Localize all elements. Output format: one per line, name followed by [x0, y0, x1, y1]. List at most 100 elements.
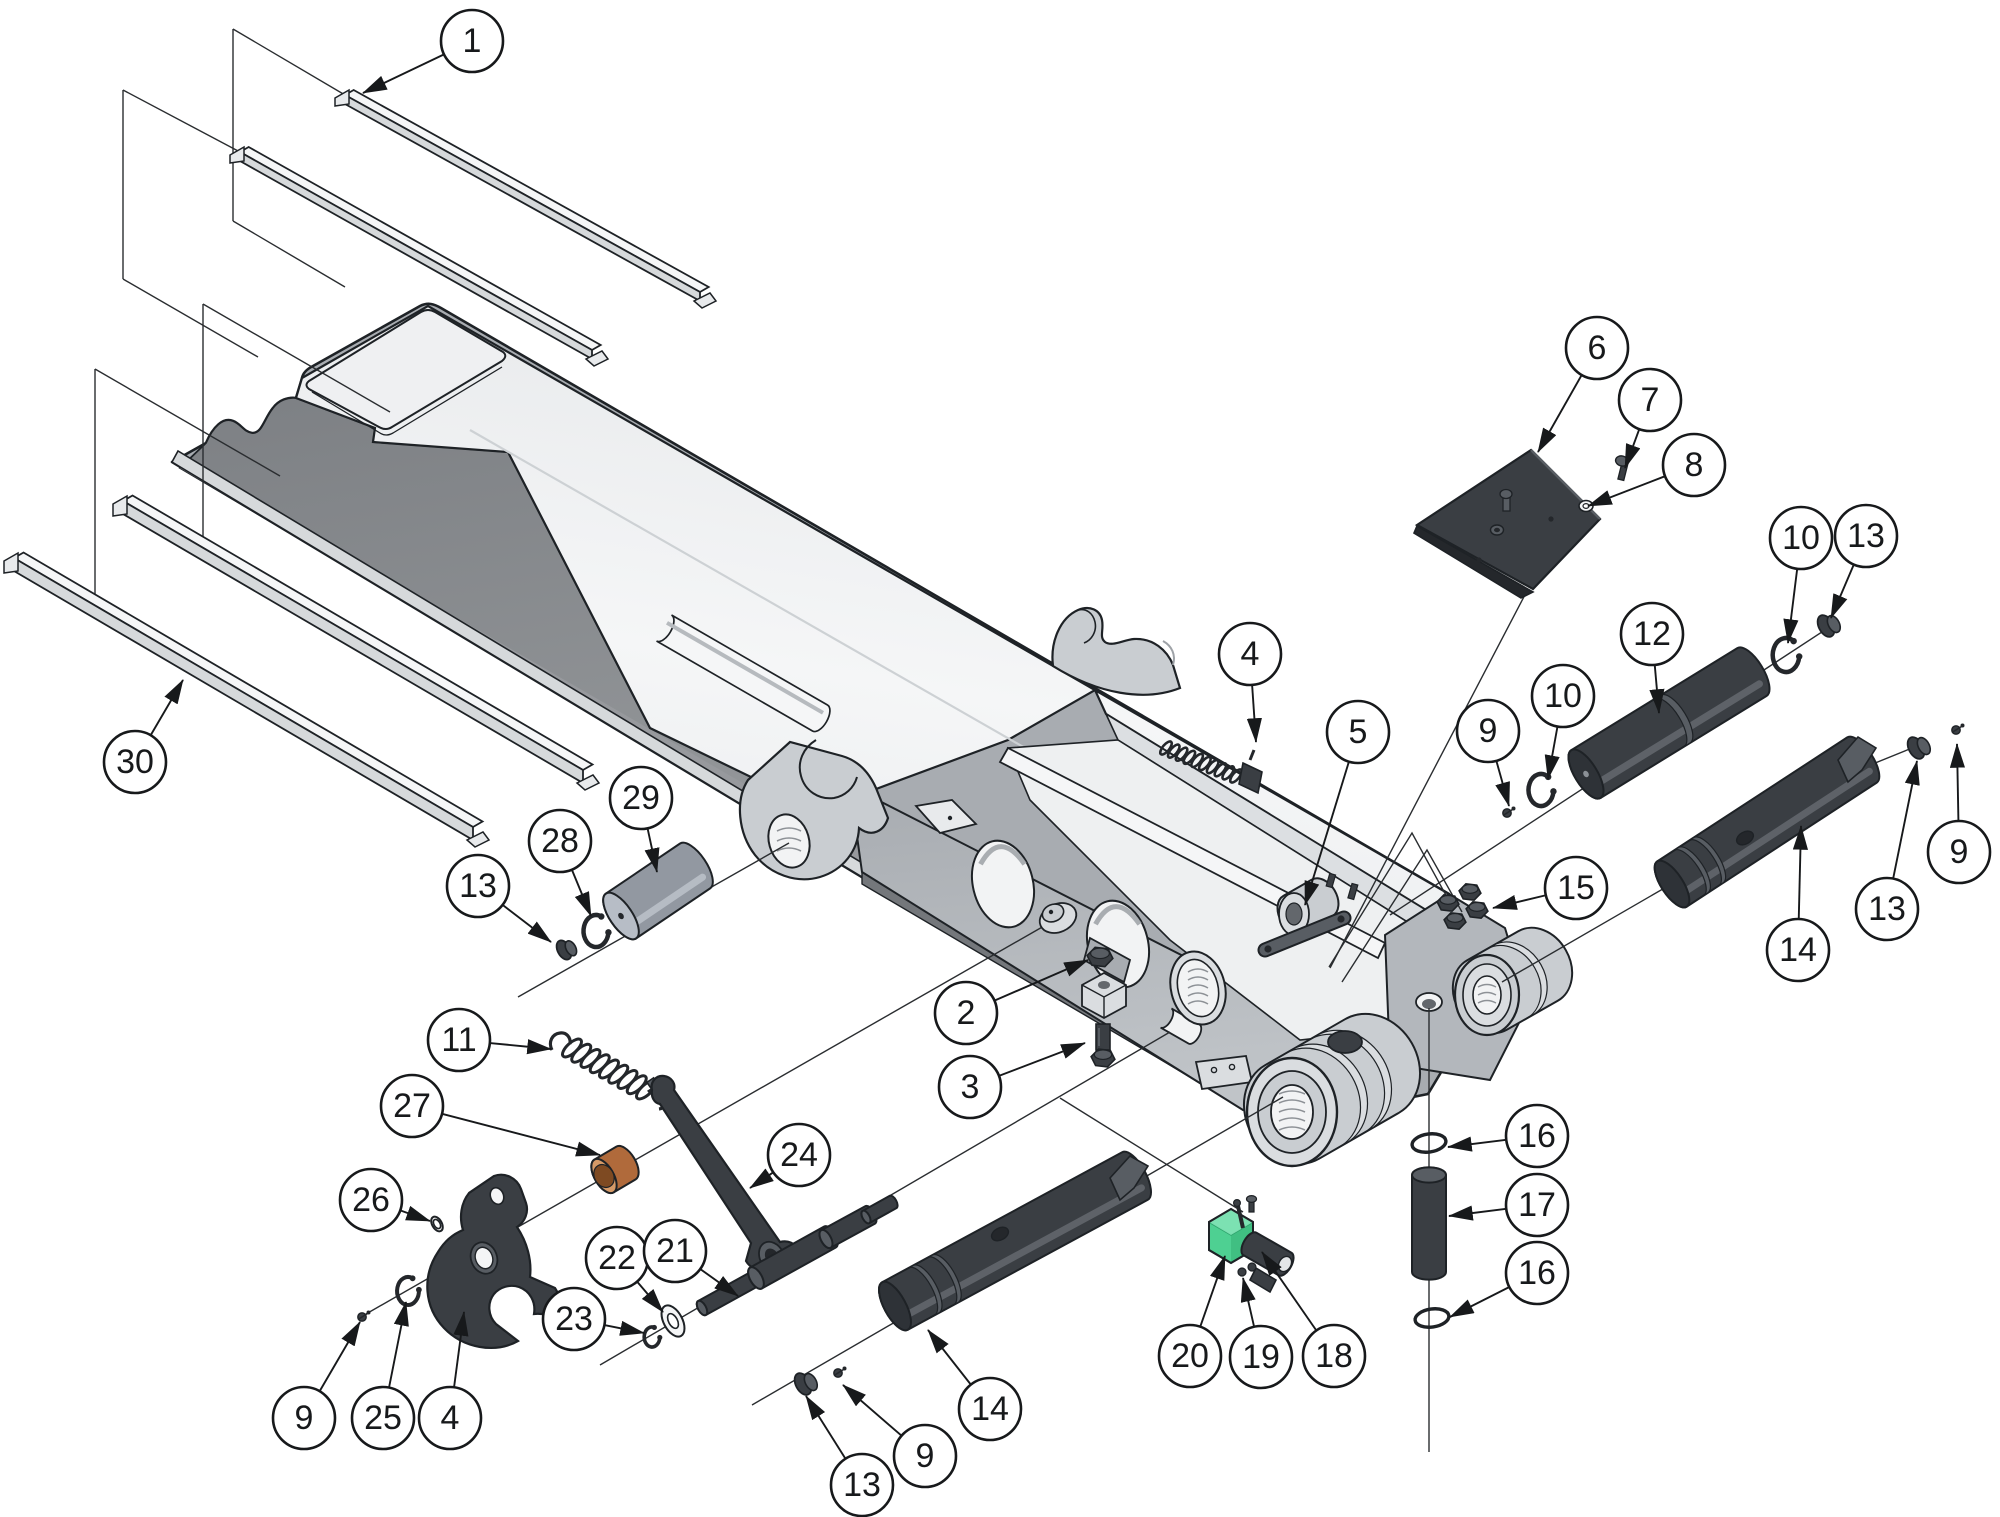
part-pivot-pin-12: [1567, 646, 1771, 800]
balloon-14a-leader: [1792, 825, 1809, 920]
boom-lower-clevis-boss: [1243, 1013, 1421, 1168]
balloon-15-circle: [1543, 855, 1609, 921]
balloon-13b: 13: [805, 1395, 895, 1517]
part-pivot-cap-2: [1038, 902, 1078, 934]
balloon-29: 29: [608, 765, 674, 873]
balloon-13a-circle: [445, 853, 511, 919]
part-clevis-pin-17: [1411, 1166, 1447, 1281]
balloon-24-leader: [749, 1168, 774, 1189]
balloon-29-circle: [608, 765, 674, 831]
balloon-18-label: 18: [1315, 1337, 1353, 1375]
balloon-9b-leader: [318, 1321, 361, 1392]
balloon-15-label: 15: [1557, 869, 1595, 907]
balloon-1-label: 1: [463, 22, 482, 60]
balloon-21-label: 21: [656, 1232, 694, 1270]
balloon-28-leader: [570, 869, 592, 917]
part-bronze-bushing-27: [590, 1144, 640, 1195]
part-lock-nut-2: [1086, 946, 1114, 968]
balloon-21-circle: [642, 1218, 708, 1284]
part-pivot-bolt-3: [1090, 1023, 1116, 1068]
part-pivot-pin-14a: [1653, 735, 1881, 909]
part-flat-washer-8: [1578, 499, 1594, 513]
part-snap-ring-10b: [1526, 771, 1557, 809]
balloon-28: 28: [527, 808, 593, 917]
balloon-5: 5: [1304, 699, 1391, 906]
balloon-10b: 10: [1530, 663, 1596, 780]
balloon-30-label: 30: [116, 743, 154, 781]
balloon-14a-label: 14: [1779, 931, 1817, 969]
part-flat-washer-22: [660, 1304, 686, 1338]
balloon-13d-leader: [1892, 760, 1920, 879]
axis-pin14a-left: [1501, 885, 1669, 983]
balloon-13a: 13: [445, 853, 552, 943]
balloon-9d-circle: [1926, 819, 1992, 885]
balloon-25-label: 25: [364, 1399, 402, 1437]
balloon-4a-circle: [1217, 621, 1283, 687]
balloon-24-circle: [766, 1122, 832, 1188]
balloon-13c-leader: [1830, 564, 1855, 619]
boom-top-rib: [656, 614, 831, 733]
balloon-2-label: 2: [957, 994, 976, 1032]
balloon-24-label: 24: [780, 1136, 818, 1174]
balloon-1-leader: [362, 53, 445, 94]
balloon-13b-circle: [829, 1452, 895, 1517]
part-wear-strip-1b: [229, 145, 610, 367]
part-pivot-shaft-21: [695, 1194, 899, 1317]
part-wear-strip-1a: [334, 88, 718, 309]
balloon-27: 27: [379, 1073, 601, 1157]
balloon-20-leader: [1199, 1255, 1226, 1328]
balloon-4b-circle: [417, 1385, 483, 1451]
balloon-10a-label: 10: [1782, 519, 1820, 557]
balloon-13c: 13: [1830, 503, 1899, 619]
balloon-22-leader: [636, 1280, 664, 1313]
witness-strip3-diag: [202, 303, 391, 413]
witness-strip1-foot: [232, 220, 346, 288]
balloon-25-leader: [388, 1301, 409, 1388]
balloon-9b-label: 9: [295, 1399, 314, 1437]
part-o-ring-16a: [1410, 1132, 1448, 1154]
balloon-14a-circle: [1765, 917, 1831, 983]
balloon-18-circle: [1301, 1323, 1367, 1389]
part-wear-strip-30a: [112, 494, 601, 791]
balloon-5-circle: [1325, 699, 1391, 765]
part-carriage-bolt-7: [1614, 455, 1630, 482]
part-ring-26: [430, 1215, 444, 1233]
balloon-20-label: 20: [1171, 1337, 1209, 1375]
balloon-4b-label: 4: [441, 1399, 460, 1437]
balloon-18-leader: [1261, 1251, 1318, 1332]
balloon-16a-circle: [1504, 1103, 1570, 1169]
balloon-7-label: 7: [1641, 381, 1660, 419]
witness-strip2-foot: [122, 278, 259, 358]
balloon-9a-label: 9: [1479, 712, 1498, 750]
axis-valve: [1059, 1097, 1244, 1213]
balloon-21-leader: [699, 1268, 739, 1297]
part-cap-nut-13a: [555, 939, 578, 961]
balloon-27-circle: [379, 1073, 445, 1139]
line-plate-mount: [1329, 588, 1529, 969]
zigzag-nut-a: [1328, 831, 1449, 968]
boom-weldment: [170, 302, 1573, 1168]
part-o-ring-16b: [1413, 1307, 1451, 1329]
balloon-11-label: 11: [441, 1021, 476, 1059]
balloon-17-label: 17: [1518, 1186, 1556, 1224]
balloon-22: 22: [584, 1225, 664, 1313]
balloon-2-circle: [933, 980, 999, 1046]
balloon-8: 8: [1587, 432, 1727, 507]
balloon-7: 7: [1617, 367, 1683, 469]
balloon-13a-label: 13: [459, 867, 497, 905]
balloon-16b-circle: [1504, 1240, 1570, 1306]
part-wear-strip-30b: [3, 551, 491, 848]
balloon-1: 1: [362, 8, 505, 94]
balloon-26-leader: [399, 1205, 431, 1222]
balloon-30-leader: [149, 679, 184, 736]
balloon-13b-label: 13: [843, 1466, 881, 1504]
witness-strip1-diag: [232, 28, 346, 96]
part-nut-block: [1081, 971, 1127, 1020]
balloon-11-circle: [426, 1007, 492, 1073]
balloon-4a-label: 4: [1241, 635, 1260, 673]
part-extension-spring-11: [548, 1031, 670, 1111]
part-pivot-pin-14b: [878, 1150, 1152, 1332]
balloon-26-label: 26: [352, 1181, 390, 1219]
